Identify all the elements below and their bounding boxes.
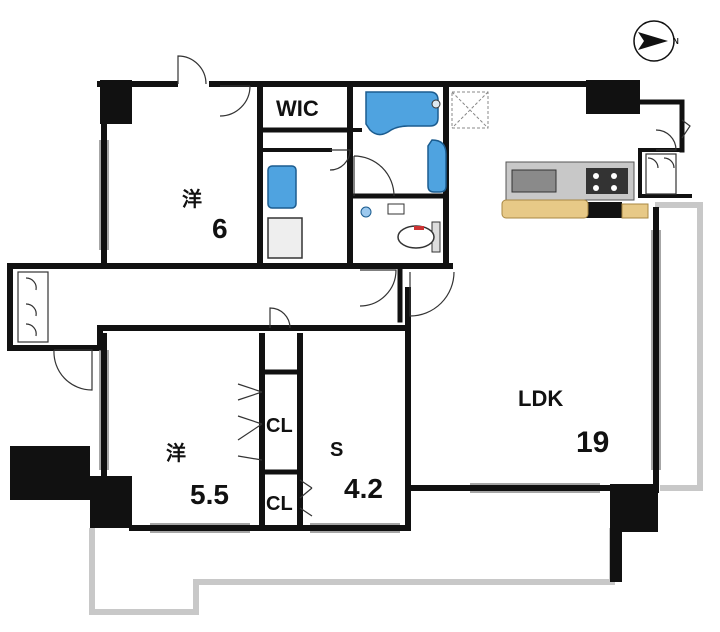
room-label-bedroom1-type: 洋 [182, 187, 202, 211]
bathtub-icon [365, 91, 439, 136]
faucet-icon [431, 99, 441, 109]
sink-icon [360, 203, 405, 218]
kitchen-counter [501, 161, 649, 219]
windows [99, 140, 661, 533]
corridor-storage [17, 271, 49, 343]
room-label-bedroom2-size: 5.5 [190, 479, 229, 510]
door-swings [53, 55, 691, 391]
room-label-ldk-type: LDK [518, 386, 563, 411]
room-label-closet1: CL [266, 415, 293, 437]
room-label-closet2: CL [266, 493, 293, 515]
walls [7, 81, 692, 531]
room-label-bedroom2-type: 洋 [166, 441, 186, 465]
washbasin-icon [267, 165, 297, 209]
room-label-bedroom1-size: 6 [212, 213, 228, 244]
refrigerator-door-icon [645, 153, 677, 195]
shower-icon [427, 139, 447, 193]
room-label-service-size: 4.2 [344, 473, 383, 504]
room-label-ldk-size: 19 [576, 426, 609, 459]
closet-doors [237, 383, 313, 517]
compass-letter: N [673, 37, 679, 46]
north-arrow-icon: N [633, 20, 679, 62]
washing-machine-icon [267, 217, 303, 259]
toilet-icon [397, 221, 441, 253]
duct-icon [451, 91, 489, 129]
room-label-wic: WIC [276, 96, 319, 121]
room-label-service-type: S [330, 439, 343, 461]
